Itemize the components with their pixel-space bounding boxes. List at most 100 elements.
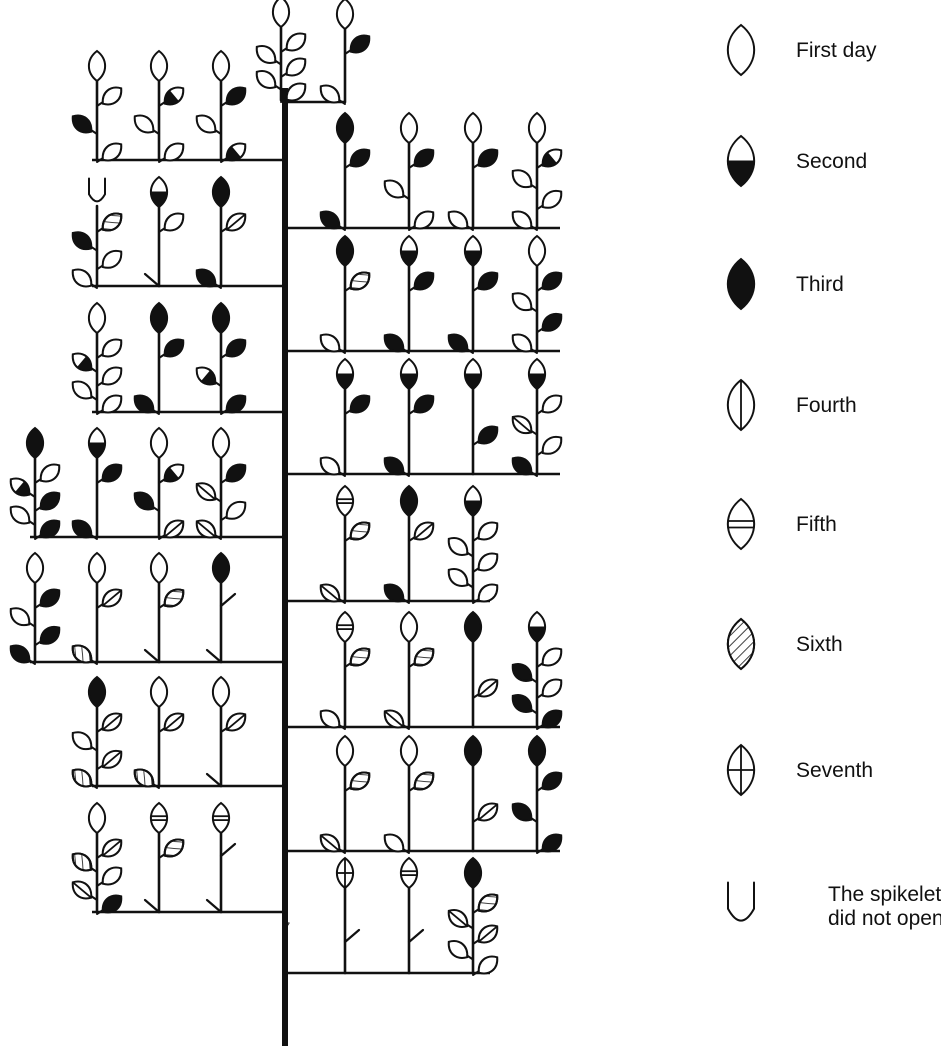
spikelet-lateral [6,502,33,528]
spikelet-lateral [98,709,125,735]
spikelet-lateral [380,176,407,202]
pedicel [316,486,373,606]
pedicel [192,177,249,291]
spikelet-lateral [538,145,565,171]
spikelet-top [337,736,353,766]
spikelet-lateral [474,675,501,701]
spikelet-lateral [282,29,309,55]
spikelet-top [89,51,105,81]
legend-item-day-3: Third [728,259,844,309]
spikelet-lateral [36,622,63,648]
spikelet-lateral [68,111,95,137]
spikelet-lateral [160,209,187,235]
spikelet-lateral [252,41,279,67]
spikelet-top [465,486,481,516]
spikelet-lateral [222,335,249,361]
spikelet-lateral [474,268,501,294]
rachis-branch-right [285,359,566,479]
pedicel [380,236,437,356]
panicle [6,0,565,1046]
spikelet-top [27,428,43,458]
spikelet-lateral [346,644,373,670]
rachis-branch-right [285,736,566,856]
spikelet-lateral [538,432,565,458]
pedicel [207,677,250,786]
pedicel [6,428,63,542]
spikelet-top [465,858,481,888]
pedicel [68,303,125,417]
spikelet-lateral [508,659,535,685]
pedicel [192,303,249,417]
legend-label: Second [796,150,867,173]
spikelet-top [151,428,167,458]
spikelet-lateral [474,799,501,825]
spikelet-top [213,553,229,583]
spikelet-top [337,359,353,389]
spikelet-top [151,177,167,207]
spikelet-top [401,736,417,766]
spikelet-lateral [474,549,501,575]
spikelet-lateral [68,377,95,403]
rachis-branch-left [6,428,285,542]
spikelet-lateral [6,641,33,667]
spikelet-lateral [222,460,249,486]
spikelet-top [213,428,229,458]
spikelet-lateral [160,460,187,486]
pedicel [68,677,125,791]
spikelet-lateral [508,166,535,192]
pedicel [444,236,501,356]
apex-branch [252,0,309,105]
pedicel [68,428,125,542]
spikelet-lateral [160,585,187,611]
rachis-branch-left [68,803,285,917]
spikelet-lateral [98,363,125,389]
legend-item-day-4: Fourth [728,380,857,430]
legend-item-day-5: Fifth [728,499,837,549]
spikelet-lateral [508,799,535,825]
spikelet-lateral [98,585,125,611]
legend-symbol-day-6 [728,619,754,669]
rachis-branch-left [68,177,285,291]
spikelet-lateral [98,835,125,861]
spikelet-lateral [68,728,95,754]
legend-label: Sixth [796,633,843,656]
spikelet-lateral [508,412,535,438]
spikelet-top [213,677,229,707]
spikelet-lateral [160,335,187,361]
spikelet-lateral [474,422,501,448]
spikelet-lateral [6,474,33,500]
pedicel [380,486,437,606]
pedicel [68,553,125,667]
pedicel [401,858,423,973]
spikelet-top [213,51,229,81]
legend-symbol-day-2 [728,136,754,186]
rachis-branch-right [285,236,566,356]
spikelet-top [89,428,105,458]
legend-symbol-day-4 [728,380,754,430]
legend-symbol-not-opened [728,883,754,921]
pedicel [316,736,373,856]
rachis-branch-right [285,113,566,233]
pedicel [130,677,187,791]
spikelet-lateral [444,936,471,962]
pedicel [68,51,125,165]
spikelet-lateral [68,265,95,291]
pedicel [68,179,125,292]
spikelet-top [151,303,167,333]
spikelet-lateral [346,518,373,544]
spikelet-lateral [410,768,437,794]
spikelet-lateral [68,849,95,875]
spikelet-lateral [98,460,125,486]
spikelet-lateral [538,186,565,212]
spikelet-top [151,51,167,81]
rachis-branch-left [68,51,285,165]
spikelet-top [89,677,105,707]
pedicel [508,236,565,356]
spikelet-lateral [252,66,279,92]
spikelet-lateral [222,83,249,109]
apex-branch [316,0,373,107]
spikelet-top [529,236,545,266]
pedicel [192,51,249,165]
legend-symbol-day-1 [728,25,754,75]
spikelet-top [337,236,353,266]
